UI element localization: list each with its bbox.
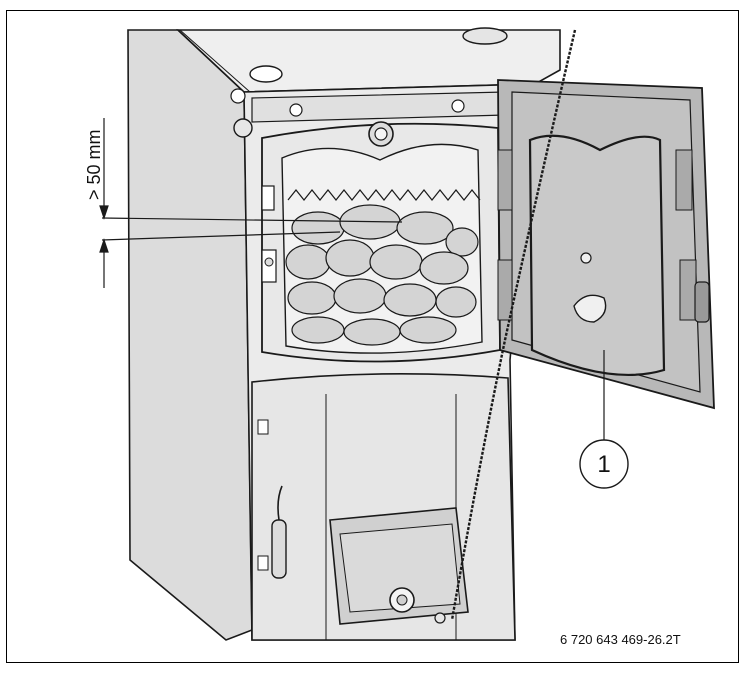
door-insulation-panel bbox=[528, 134, 666, 376]
door-screw-icon bbox=[580, 252, 592, 264]
door-peephole-icon bbox=[573, 294, 607, 323]
bolt-icon bbox=[230, 88, 246, 104]
callout-circle bbox=[579, 439, 629, 489]
bolt-icon bbox=[289, 103, 303, 117]
log-stack-icon bbox=[285, 204, 479, 346]
reference-code: 6 720 643 469-26.2T bbox=[560, 632, 681, 647]
dimension-label: > 50 mm bbox=[84, 129, 104, 200]
bolt-icon bbox=[233, 118, 253, 138]
heat-exchanger-fins bbox=[287, 189, 481, 201]
hinge-icon bbox=[261, 185, 275, 211]
small-screw-icon bbox=[434, 612, 446, 624]
top-port-icon bbox=[249, 65, 283, 83]
lever-icon bbox=[271, 519, 287, 579]
dimension-marker bbox=[99, 118, 403, 288]
boiler-side-panel bbox=[127, 29, 253, 641]
flue-collar-icon bbox=[462, 27, 508, 45]
chain-icon bbox=[450, 29, 577, 621]
door-handle-icon bbox=[694, 281, 710, 323]
callout-number: 1 bbox=[597, 451, 610, 478]
bolt-icon bbox=[451, 99, 465, 113]
